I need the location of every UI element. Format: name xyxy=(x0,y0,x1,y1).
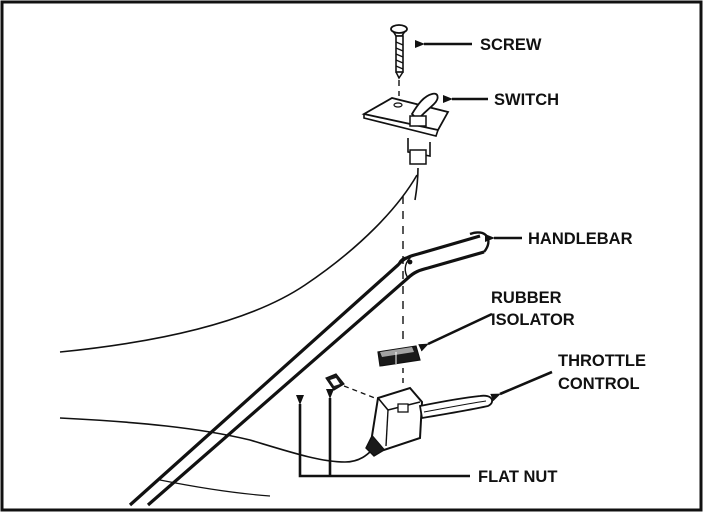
flat-nut-leader-line xyxy=(296,395,470,478)
deck-outline-curve xyxy=(59,174,418,353)
flat-nut-label: FLAT NUT xyxy=(478,468,557,486)
throttle-control-label-line2: CONTROL xyxy=(558,375,640,393)
rubber-isolator-leader-arrow xyxy=(418,312,493,352)
rubber-isolator-label-line2: ISOLATOR xyxy=(491,311,575,329)
deck-lower-edge xyxy=(59,417,373,463)
handlebar-label: HANDLEBAR xyxy=(528,230,633,248)
throttle-control-leader-arrow xyxy=(490,370,553,402)
switch-label: SWITCH xyxy=(494,91,559,109)
throttle-control-part xyxy=(365,386,494,457)
handlebar-tube xyxy=(128,231,490,507)
screw-part xyxy=(390,24,408,80)
alignment-line-nut xyxy=(343,385,381,401)
screw-label: SCREW xyxy=(480,36,542,54)
throttle-control-label-line1: THROTTLE xyxy=(558,352,646,370)
switch-part xyxy=(361,92,450,165)
flat-nut-part xyxy=(325,373,345,391)
rubber-isolator-label-line1: RUBBER xyxy=(491,289,562,307)
deck-side-edge xyxy=(159,479,271,497)
rubber-isolator-part xyxy=(377,345,421,367)
switch-wire xyxy=(414,167,419,201)
